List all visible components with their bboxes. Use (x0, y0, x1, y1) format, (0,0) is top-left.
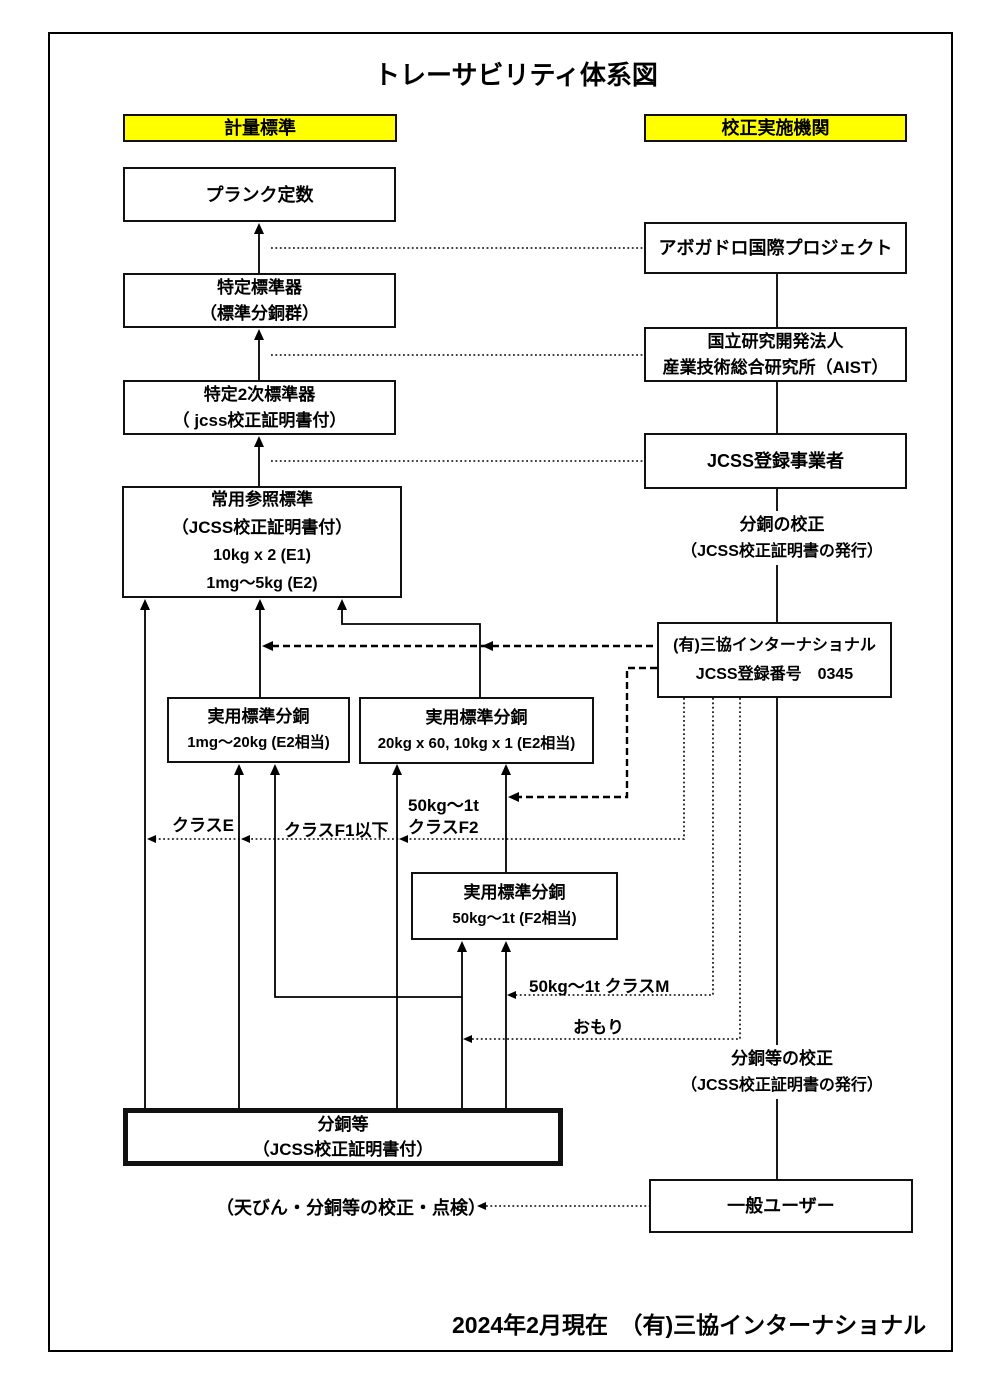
annotation-range-f2-line2: クラスF2 (408, 818, 479, 837)
box-working-reference-standard-line3: 10kg x 2 (E1) (213, 547, 311, 564)
annotation-weights-calibration-line2: （JCSS校正証明書の発行） (681, 1077, 883, 1094)
box-practical-standard-3-line2: 50kg～1t (F2相当) (452, 910, 577, 927)
header-calibration-body-label: 校正実施機関 (721, 118, 830, 138)
box-jcss-registered-business-line1: JCSS登録事業者 (706, 451, 845, 471)
footer-note: 2024年2月現在 （有)三協インターナショナル (452, 1312, 927, 1338)
annotation-omori: おもり (573, 1018, 624, 1037)
annotation-class-e: クラスE (172, 816, 234, 835)
annotation-weights-calibration: 分銅等の校正 （JCSS校正証明書の発行） (662, 1045, 902, 1099)
box-working-reference-standard: 常用参照標準 （JCSS校正証明書付） 10kg x 2 (E1) 1mg～5k… (122, 486, 402, 598)
box-sankyo-international-line2: JCSS登録番号 0345 (695, 666, 854, 683)
box-practical-standard-2: 実用標準分銅 20kg x 60, 10kg x 1 (E2相当) (359, 697, 594, 764)
box-practical-standard-1-line2: 1mg～20kg (E2相当) (187, 734, 330, 751)
box-working-reference-standard-line2: （JCSS校正証明書付） (171, 518, 353, 537)
box-aist-line1: 国立研究開発法人 (707, 331, 844, 351)
box-sankyo-international: (有)三協インターナショナル JCSS登録番号 0345 (657, 622, 892, 698)
box-general-user-line1: 一般ユーザー (727, 1196, 835, 1216)
box-specified-secondary-standard: 特定2次標準器 （ jcss校正証明書付） (123, 380, 396, 435)
header-metrology-standard: 計量標準 (123, 114, 397, 142)
box-working-reference-standard-line4: 1mg～5kg (E2) (206, 575, 318, 592)
box-practical-standard-3-line1: 実用標準分銅 (463, 883, 566, 902)
annotation-weight-calibration-line2: （JCSS校正証明書の発行） (681, 543, 883, 560)
box-weights-etc: 分銅等 （JCSS校正証明書付） (123, 1108, 563, 1166)
box-practical-standard-3: 実用標準分銅 50kg～1t (F2相当) (411, 872, 618, 940)
box-practical-standard-1: 実用標準分銅 1mg～20kg (E2相当) (167, 697, 350, 763)
annotation-class-f1: クラスF1以下 (284, 821, 389, 840)
box-planck-constant-line1: プランク定数 (205, 184, 314, 205)
box-jcss-registered-business: JCSS登録事業者 (644, 433, 907, 489)
annotation-weight-calibration-line1: 分銅の校正 (739, 515, 825, 534)
box-specified-standard: 特定標準器 （標準分銅群） (123, 273, 396, 328)
annotation-weight-calibration: 分銅の校正 （JCSS校正証明書の発行） (662, 511, 902, 565)
box-practical-standard-1-line1: 実用標準分銅 (207, 707, 310, 726)
box-aist: 国立研究開発法人 産業技術総合研究所（AIST） (644, 327, 907, 382)
box-specified-secondary-standard-line1: 特定2次標準器 (203, 384, 316, 404)
box-working-reference-standard-line1: 常用参照標準 (211, 490, 313, 509)
box-specified-standard-line2: （標準分銅群） (200, 303, 319, 323)
annotation-range-f2-line1: 50kg～1t (408, 796, 479, 815)
box-general-user: 一般ユーザー (649, 1179, 913, 1233)
annotation-class-m: 50kg～1t クラスM (529, 977, 670, 996)
box-practical-standard-2-line2: 20kg x 60, 10kg x 1 (E2相当) (377, 734, 576, 752)
annotation-balance-check: （天びん・分銅等の校正・点検） (216, 1198, 486, 1218)
box-planck-constant: プランク定数 (123, 167, 396, 222)
page-border (48, 32, 953, 1352)
box-specified-secondary-standard-line2: （ jcss校正証明書付） (172, 410, 347, 430)
page-title: トレーサビリティ体系図 (374, 60, 658, 90)
annotation-weights-calibration-line1: 分銅等の校正 (731, 1049, 833, 1068)
box-weights-etc-line2: （JCSS校正証明書付） (252, 1140, 434, 1159)
box-specified-standard-line1: 特定標準器 (217, 277, 302, 297)
box-avogadro-project: アボガドロ国際プロジェクト (644, 222, 907, 274)
box-sankyo-international-line1: (有)三協インターナショナル (673, 637, 876, 654)
box-weights-etc-line1: 分銅等 (317, 1115, 369, 1134)
header-metrology-standard-label: 計量標準 (224, 118, 296, 138)
header-calibration-body: 校正実施機関 (644, 114, 907, 142)
annotation-range-f2: 50kg～1t クラスF2 (408, 795, 479, 839)
box-aist-line2: 産業技術総合研究所（AIST） (662, 357, 889, 377)
box-practical-standard-2-line1: 実用標準分銅 (425, 707, 528, 727)
box-avogadro-project-line1: アボガドロ国際プロジェクト (658, 238, 893, 258)
